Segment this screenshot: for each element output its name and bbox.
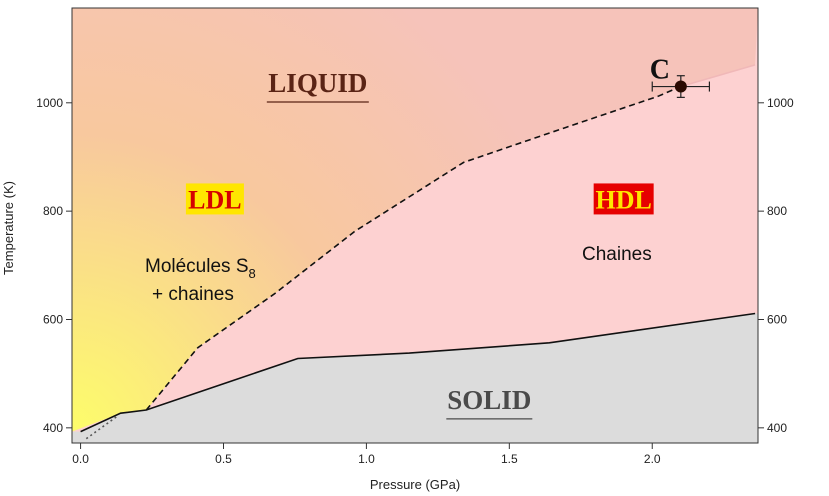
hdl-note: Chaines [582, 244, 652, 265]
x-tick-label: 0.0 [72, 452, 89, 466]
critical-point-marker [674, 80, 687, 93]
y-tick-label-left: 1000 [36, 96, 63, 110]
x-tick-label: 1.0 [358, 452, 375, 466]
annotations: Molécules S8 + chaines Chaines [145, 244, 652, 305]
ldl-region [72, 8, 758, 432]
ldl-note-main: Molécules S [145, 256, 249, 277]
ldl-note-line2: + chaines [152, 284, 234, 305]
solid-region [72, 313, 758, 443]
y-tick-label-left: 600 [43, 312, 63, 326]
hdl-label: HDL [595, 185, 651, 214]
plot-frame [71, 7, 759, 444]
x-axis: 0.0 0.5 1.0 1.5 2.0 [72, 443, 661, 466]
boundary-line-dotted-2 [85, 415, 119, 440]
y-tick-label-right: 800 [767, 204, 787, 218]
ldl-note-line1: Molécules S8 [145, 256, 256, 281]
boundary-line-solid-3 [680, 64, 756, 88]
y-tick-label-right: 1000 [767, 96, 794, 110]
boundary-line-solid-0 [80, 312, 756, 433]
ldl-label: LDL [188, 185, 241, 214]
x-axis-title: Pressure (GPa) [370, 477, 460, 492]
y-axis-left: 400 600 800 1000 [36, 96, 72, 435]
phase-boundaries [80, 64, 756, 440]
region-labels: LIQUID LDL HDL SOLID [185, 68, 654, 420]
liquid-label: LIQUID [268, 68, 367, 98]
x-tick-label: 1.5 [501, 452, 518, 466]
ldl-note-subscript: 8 [249, 266, 256, 281]
y-axis-right: 400 600 800 1000 [758, 96, 794, 435]
critical-point: C [650, 55, 711, 98]
x-tick-label: 2.0 [644, 452, 661, 466]
y-tick-label-left: 800 [43, 204, 63, 218]
critical-point-label: C [650, 55, 670, 86]
y-tick-label-right: 400 [767, 421, 787, 435]
x-tick-label: 0.5 [215, 452, 232, 466]
y-tick-label-left: 400 [43, 421, 63, 435]
hdl-label-box [593, 183, 654, 215]
y-tick-label-right: 600 [767, 312, 787, 326]
y-axis-title: Temperature (K) [1, 181, 16, 275]
ldl-label-box [185, 183, 244, 215]
boundary-line-dashed-1 [145, 85, 682, 411]
solid-label: SOLID [447, 385, 531, 415]
